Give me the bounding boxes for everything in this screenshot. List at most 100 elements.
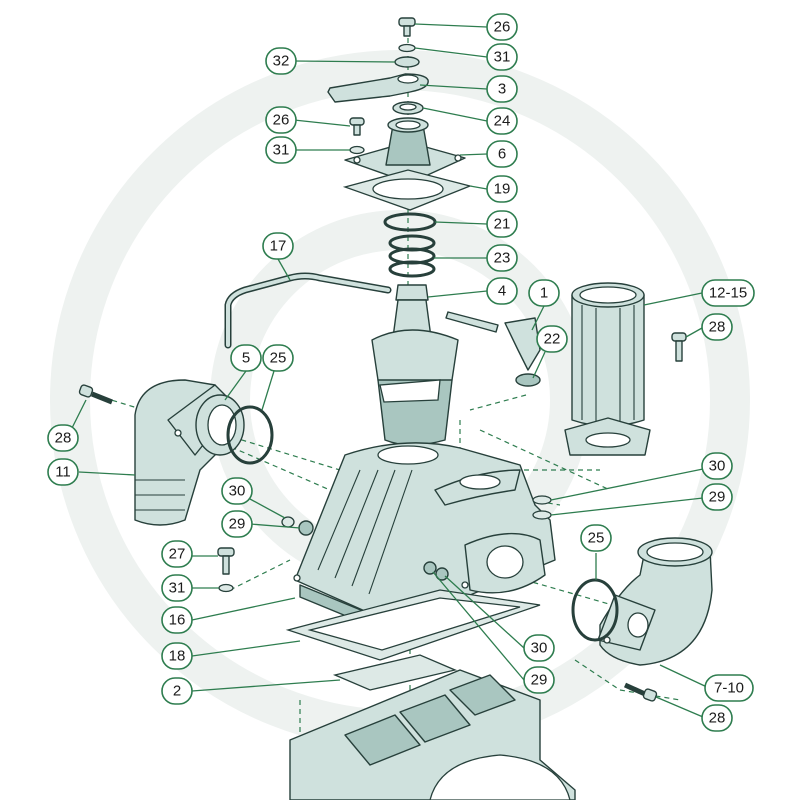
callout-31-top: 31: [486, 43, 518, 71]
callout-31-side: 31: [265, 136, 297, 164]
part-2-plate: [332, 654, 458, 691]
svg-text:1: 1: [540, 285, 548, 302]
callout-29-front: 29: [523, 666, 555, 694]
callout-12-15: 12-15: [701, 279, 755, 307]
svg-text:16: 16: [169, 612, 186, 629]
callout-16: 16: [161, 606, 193, 634]
svg-text:29: 29: [709, 489, 726, 506]
svg-text:6: 6: [498, 146, 506, 163]
callout-30-right: 30: [701, 452, 733, 480]
svg-text:30: 30: [709, 458, 726, 475]
callout-30-left: 30: [221, 477, 253, 505]
callout-26-side: 26: [265, 106, 297, 134]
svg-text:28: 28: [709, 319, 726, 336]
svg-text:3: 3: [498, 81, 506, 98]
callout-23: 23: [486, 244, 518, 272]
callout-28-filter: 28: [701, 313, 733, 341]
callout-24: 24: [486, 107, 518, 135]
callout-6: 6: [486, 140, 518, 168]
part-27-bolt: [217, 547, 235, 575]
svg-text:26: 26: [273, 112, 290, 129]
callout-17: 17: [262, 232, 294, 260]
callout-29-left: 29: [221, 510, 253, 538]
part-23-spring-rings: [388, 234, 436, 278]
part-31-washer-top: [398, 43, 416, 53]
svg-text:24: 24: [494, 113, 511, 130]
part-26-bolt-side: [349, 117, 365, 136]
part-17-hose-fill: [226, 274, 390, 347]
callout-22: 22: [536, 325, 568, 353]
svg-text:26: 26: [494, 19, 511, 36]
svg-text:31: 31: [169, 580, 186, 597]
leader-lines: [71, 23, 710, 718]
callout-21: 21: [486, 210, 518, 238]
part-30-29-front-nuts: [423, 561, 449, 581]
part-5-flange: [195, 394, 245, 456]
callout-25-left: 25: [262, 344, 294, 372]
callout-31-bottom: 31: [161, 574, 193, 602]
part-29-nut-left: [298, 520, 314, 536]
part-12-15-filter: [564, 282, 651, 456]
part-4-valve-spindle: [371, 284, 459, 446]
callout-30-front: 30: [523, 634, 555, 662]
svg-text:19: 19: [494, 181, 511, 198]
part-30-29-right-washers: [532, 495, 552, 520]
svg-text:27: 27: [169, 546, 186, 563]
callout-18: 18: [161, 642, 193, 670]
svg-text:2: 2: [173, 683, 181, 700]
svg-text:28: 28: [55, 430, 72, 447]
callout-4: 4: [486, 277, 518, 305]
svg-text:12-15: 12-15: [709, 285, 747, 302]
svg-text:25: 25: [270, 350, 287, 367]
part-32-ring: [394, 56, 420, 68]
callout-1: 1: [528, 279, 560, 307]
svg-text:21: 21: [494, 216, 511, 233]
svg-text:29: 29: [531, 672, 548, 689]
callout-25-right: 25: [580, 524, 612, 552]
callout-29-right: 29: [701, 483, 733, 511]
svg-text:25: 25: [588, 530, 605, 547]
part-6-top-cover: [344, 117, 466, 184]
part-18-gasket: [285, 589, 541, 661]
svg-text:4: 4: [498, 283, 506, 300]
svg-text:31: 31: [273, 142, 290, 159]
callout-28-right: 28: [701, 704, 733, 732]
callout-19: 19: [486, 175, 518, 203]
part-31-washer-side: [349, 145, 365, 155]
svg-text:17: 17: [270, 238, 287, 255]
part-30-washer-left: [281, 516, 295, 528]
svg-text:30: 30: [229, 483, 246, 500]
svg-text:29: 29: [229, 516, 246, 533]
part-28-bolt-elbow: [78, 384, 113, 405]
callout-11: 11: [47, 458, 79, 486]
part-1-lever: [445, 311, 541, 387]
callout-7-10: 7-10: [704, 674, 754, 702]
svg-text:11: 11: [55, 464, 71, 481]
callout-27: 27: [161, 540, 193, 568]
pump-base: [289, 669, 576, 800]
svg-text:7-10: 7-10: [714, 680, 744, 697]
part-3-handle: [327, 73, 429, 103]
callouts: 26 31 32 3 26 24 31 6 19 21 17 23 4 1 12…: [47, 13, 755, 732]
callout-32: 32: [265, 47, 297, 75]
svg-text:5: 5: [242, 350, 250, 367]
svg-text:18: 18: [169, 648, 186, 665]
callout-28-elbow: 28: [47, 424, 79, 452]
svg-text:28: 28: [709, 710, 726, 727]
svg-text:30: 30: [531, 640, 548, 657]
part-25-oring-right: [571, 578, 619, 642]
callout-26-top: 26: [486, 13, 518, 41]
part-28-bolt-right: [623, 682, 658, 702]
svg-text:32: 32: [273, 53, 290, 70]
part-31-washer-bottom: [218, 583, 234, 593]
part-19-gasket: [342, 169, 473, 211]
svg-text:31: 31: [494, 49, 511, 66]
part-24-bushing: [392, 101, 424, 115]
part-26-bolt-top: [398, 17, 416, 37]
svg-text:22: 22: [544, 331, 561, 348]
callout-2: 2: [161, 677, 193, 705]
part-25-oring-left: [226, 405, 274, 465]
callout-5: 5: [230, 344, 262, 372]
part-28-bolt-filter: [671, 332, 687, 362]
